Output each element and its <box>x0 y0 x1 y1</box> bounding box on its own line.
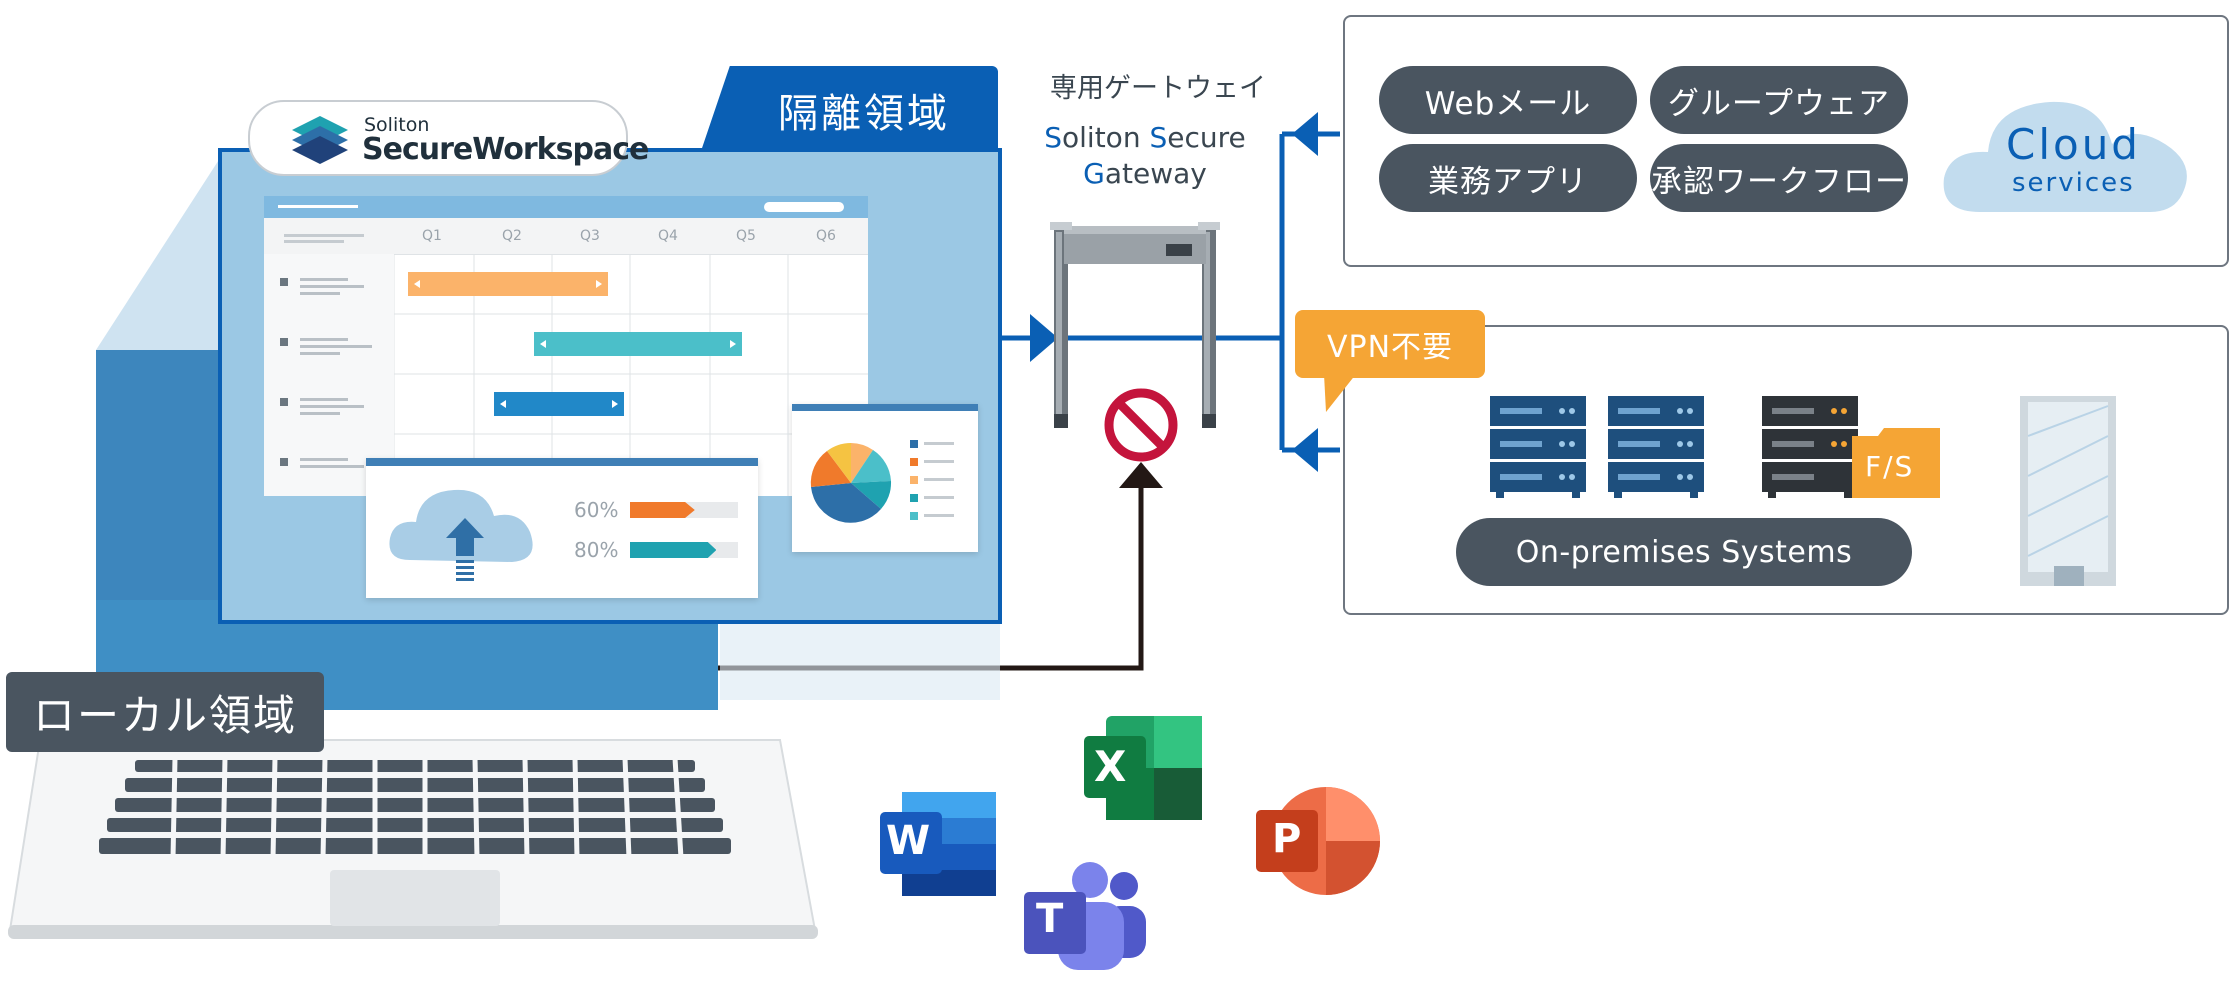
soliton-logo-icon <box>292 116 348 164</box>
excel-icon <box>1084 716 1202 820</box>
word-icon <box>880 792 996 896</box>
server-icon-1 <box>1490 396 1586 498</box>
gantt-titlebar <box>264 196 868 218</box>
isolated-area-label: 隔離領域 <box>778 91 950 137</box>
isolated-area-tab: 隔離領域 <box>700 66 998 154</box>
word-letter: W <box>886 818 931 864</box>
col-q6: Q6 <box>816 228 836 244</box>
gantt-header <box>264 218 868 255</box>
progress-fill-1 <box>630 502 695 518</box>
gateway-line2: ateway <box>1104 157 1207 190</box>
gantt-bar-3 <box>494 392 624 416</box>
gateway-title: 専用ゲートウェイ <box>1050 73 1266 104</box>
upload-window: 60% 80% <box>366 458 758 598</box>
brand-line2: SecureWorkspace <box>362 132 649 167</box>
powerpoint-icon <box>1256 787 1380 895</box>
col-q1: Q1 <box>422 228 442 244</box>
vpn-bubble-tail <box>1324 374 1356 412</box>
brand-line1: Soliton <box>364 114 430 136</box>
onprem-label: On-premises Systems <box>1456 518 1912 586</box>
folder-icon <box>1852 428 1940 498</box>
excel-letter: X <box>1094 742 1127 791</box>
gateway-gate-icon <box>1050 222 1220 428</box>
progress-track-1 <box>630 502 738 518</box>
gantt-bar-1 <box>408 272 608 296</box>
progress-track-2 <box>630 542 738 558</box>
gateway-name: Soliton Secure Gateway <box>1020 120 1270 192</box>
building-icon <box>2020 396 2116 586</box>
col-q2: Q2 <box>502 228 522 244</box>
brand-badge: Soliton SecureWorkspace <box>248 100 649 176</box>
vpn-bubble: VPN不要 <box>1295 310 1485 378</box>
teams-letter: T <box>1036 896 1064 942</box>
pie-chart-window <box>792 404 978 552</box>
cloud-sub: services <box>2012 168 2135 198</box>
gateway-g: G <box>1083 157 1105 190</box>
keyboard <box>99 758 731 859</box>
pie-chart-icon <box>810 443 892 523</box>
cloud-app-webmail: Webメール <box>1379 66 1637 134</box>
fs-label: F/S <box>1865 450 1915 483</box>
progress-fill-2 <box>630 542 717 558</box>
gantt-bar-2 <box>534 332 742 356</box>
gantt-table: Q1 Q2 Q3 Q4 Q5 Q6 <box>264 196 868 496</box>
teams-icon <box>1024 862 1146 970</box>
cloud-upload-icon <box>389 489 533 581</box>
gateway-line1a: oliton <box>1062 121 1150 154</box>
server-icon-3 <box>1762 396 1858 498</box>
local-area-label: ローカル領域 <box>6 672 324 752</box>
col-q4: Q4 <box>658 228 678 244</box>
progress-label-1: 60% <box>574 498 619 522</box>
cloud-word: Cloud <box>2006 120 2141 169</box>
vpn-label: VPN不要 <box>1326 330 1454 365</box>
gantt-grid <box>264 254 868 496</box>
col-q5: Q5 <box>736 228 756 244</box>
gateway-s2: S <box>1149 121 1168 154</box>
powerpoint-letter: P <box>1272 816 1302 862</box>
gateway-line1b: ecure <box>1167 121 1246 154</box>
cloud-app-workflow: 承認ワークフロー <box>1650 144 1908 212</box>
local-area-text: ローカル領域 <box>32 690 297 740</box>
server-icon-2 <box>1608 396 1704 498</box>
progress-label-2: 80% <box>574 538 619 562</box>
cloud-app-groupware: グループウェア <box>1650 66 1908 134</box>
pie-legend <box>910 440 954 520</box>
cloud-app-business: 業務アプリ <box>1379 144 1637 212</box>
cloud-icon <box>1943 101 2187 212</box>
search-bar <box>764 202 844 212</box>
gateway-s1: S <box>1044 121 1063 154</box>
blocked-icon <box>1104 388 1178 462</box>
isolated-area-window: Q1 Q2 Q3 Q4 Q5 Q6 <box>218 148 1002 624</box>
col-q3: Q3 <box>580 228 600 244</box>
